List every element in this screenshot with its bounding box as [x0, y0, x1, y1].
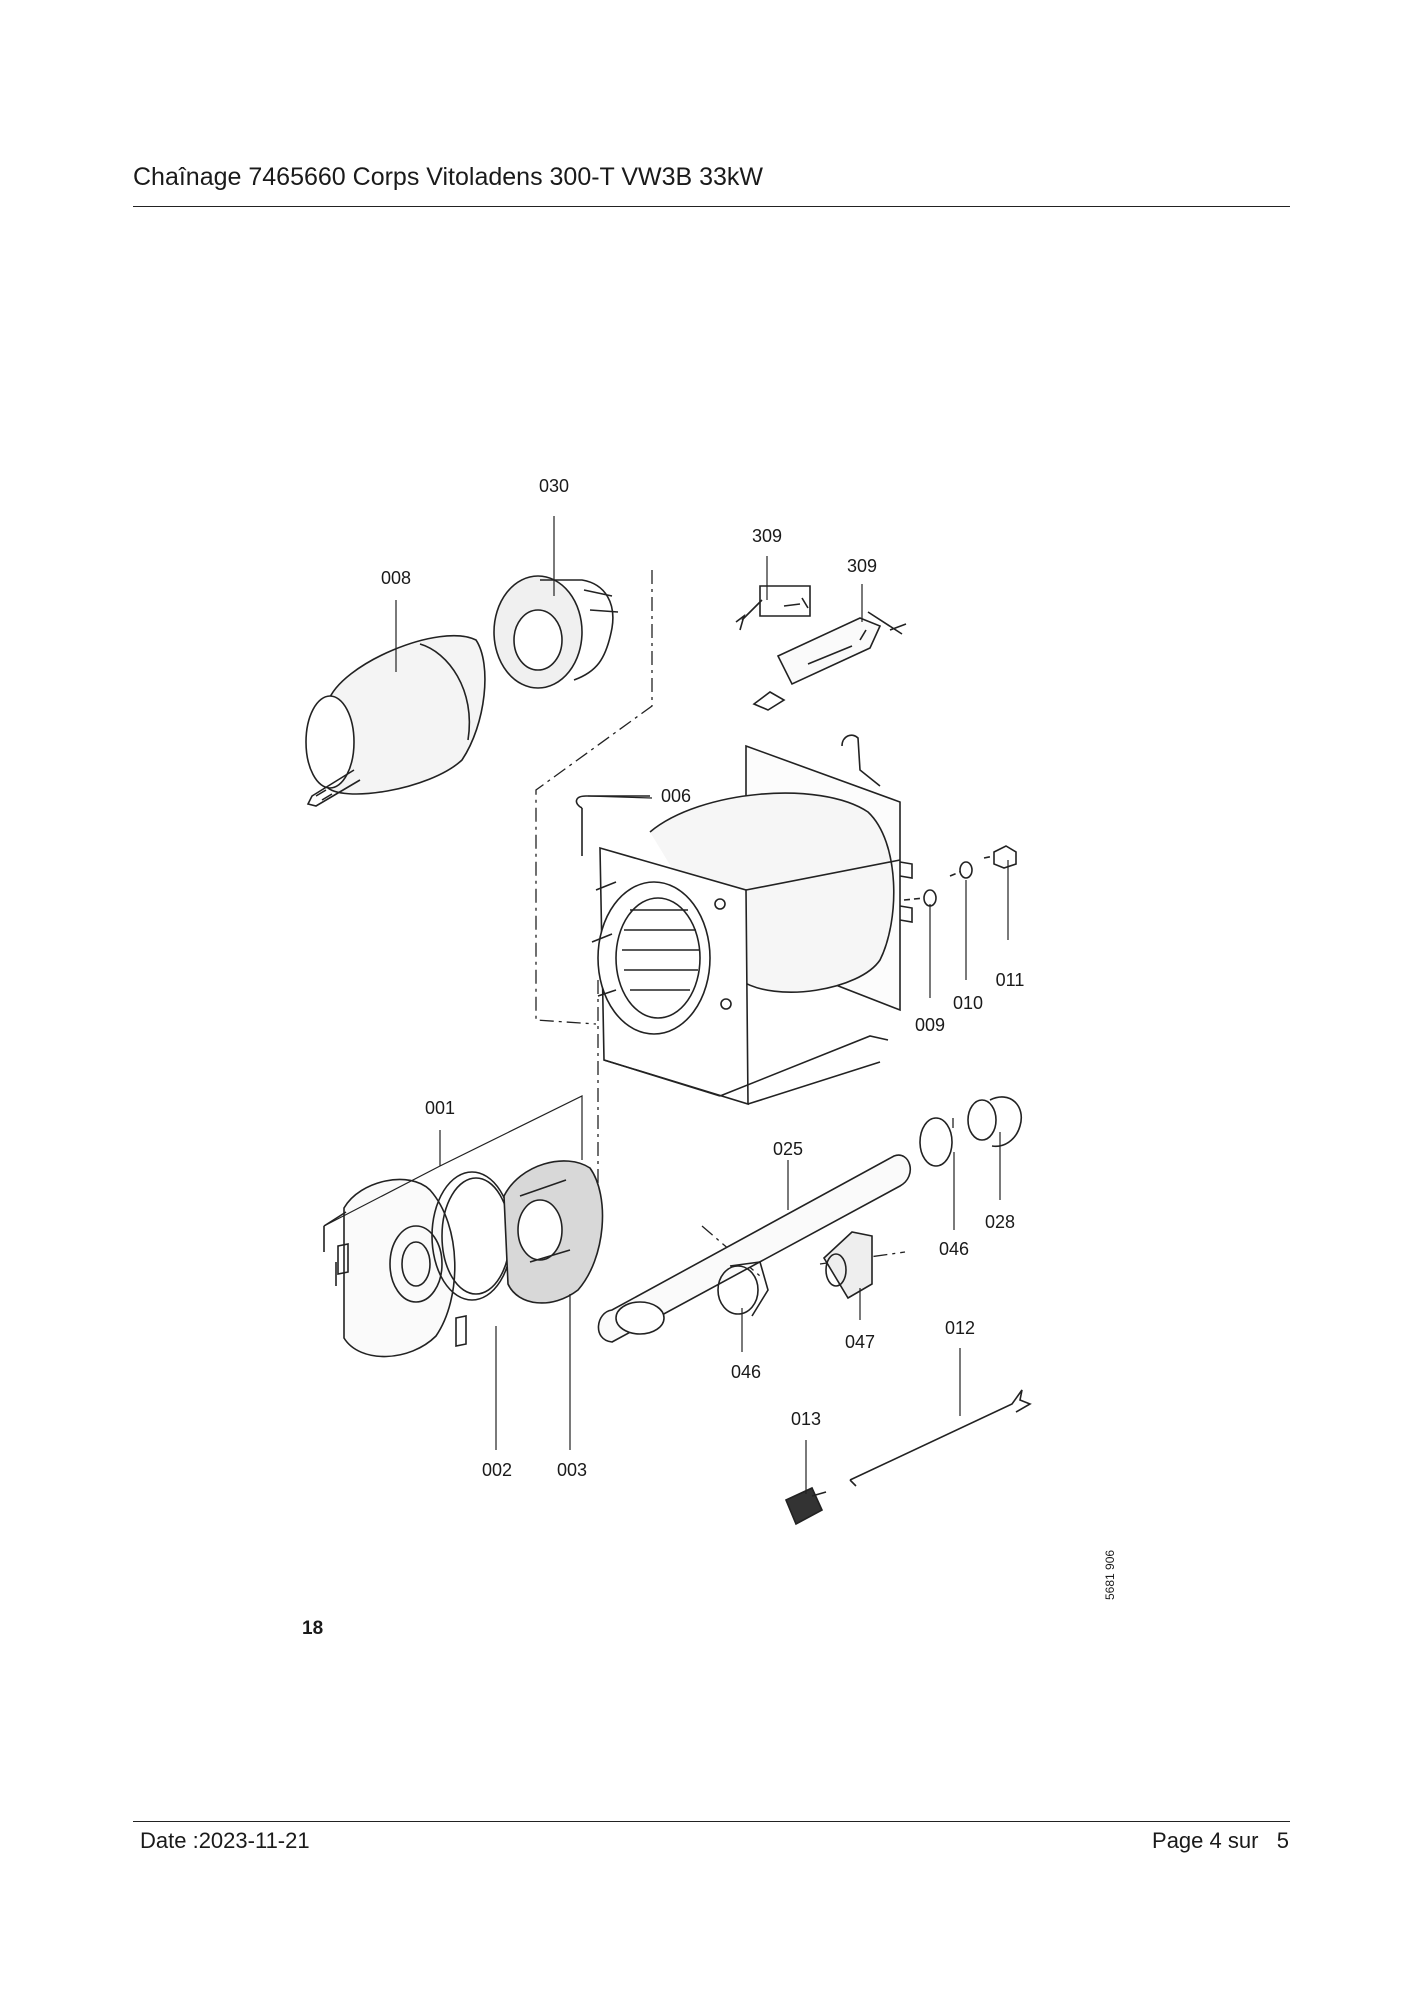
drawing-code: 5681 906	[1103, 1550, 1117, 1600]
footer-divider	[133, 1821, 1290, 1822]
callout-047: 047	[845, 1332, 875, 1352]
callout-025: 025	[773, 1139, 803, 1159]
callout-011: 011	[996, 970, 1025, 990]
part-006-sensor	[575, 795, 650, 856]
callout-028: 028	[985, 1212, 1015, 1232]
footer-page-number: Page 4 sur 5	[1152, 1828, 1289, 1853]
boiler-body	[591, 734, 913, 1106]
part-008-cylinder-cover	[305, 634, 486, 807]
callout-006: 006	[661, 786, 691, 806]
footer-date: Date :2023-11-21	[140, 1828, 310, 1853]
header-divider	[133, 206, 1290, 207]
callout-003: 003	[557, 1460, 587, 1480]
part-309-electrodes	[735, 585, 907, 711]
callout-013: 013	[791, 1409, 821, 1429]
parts-001-002-003-burner-door	[323, 1160, 604, 1358]
document-title: Chaînage 7465660 Corps Vitoladens 300-T …	[133, 163, 764, 191]
figure-number: 18	[302, 1618, 323, 1639]
callout-009: 009	[915, 1015, 945, 1035]
parts-028-046-collars	[717, 1096, 1023, 1317]
part-025-flue-pipe	[597, 1154, 911, 1343]
parts-009-010-011-fittings	[903, 845, 1017, 907]
part-047-test-port	[822, 1231, 873, 1300]
callout-010: 010	[953, 993, 983, 1013]
callout-309-b: 309	[847, 556, 877, 576]
callout-012: 012	[945, 1318, 975, 1338]
part-013-cleaning-brush	[784, 1486, 827, 1526]
callout-001: 001	[425, 1098, 455, 1118]
callout-046-b: 046	[731, 1362, 761, 1382]
leader-lines	[323, 516, 1009, 1494]
callout-030: 030	[539, 476, 569, 496]
part-012-cleaning-rod	[849, 1389, 1032, 1487]
callout-002: 002	[482, 1460, 512, 1480]
callout-008: 008	[381, 568, 411, 588]
part-030-burner-adapter	[493, 575, 619, 689]
callout-309-a: 309	[752, 526, 782, 546]
callout-046-a: 046	[939, 1239, 969, 1259]
